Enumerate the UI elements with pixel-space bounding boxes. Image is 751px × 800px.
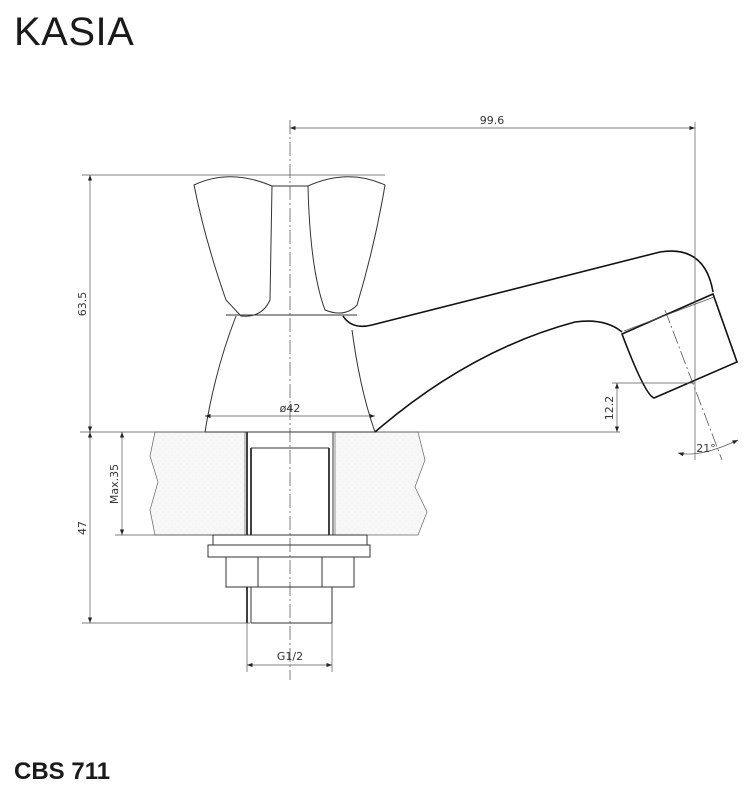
dim-thread: G1/2 (277, 650, 303, 663)
dim-base-diameter: ø42 (280, 402, 301, 415)
product-name: KASIA (14, 10, 135, 54)
dim-max-counter: Max.35 (108, 464, 121, 504)
spout (342, 250, 739, 433)
countertop-left (149, 431, 246, 536)
dim-depth: 47 (76, 521, 89, 535)
valve-body (204, 315, 376, 433)
model-code: CBS 711 (14, 758, 111, 785)
mounting-shank (207, 432, 371, 624)
dim-outlet-angle: 21° (696, 442, 716, 455)
dim-outlet-height: 12.2 (603, 396, 616, 421)
countertop-right (334, 431, 428, 536)
dim-height: 63.5 (76, 292, 89, 317)
handle (193, 176, 386, 317)
dim-spout-reach: 99.6 (480, 114, 505, 127)
